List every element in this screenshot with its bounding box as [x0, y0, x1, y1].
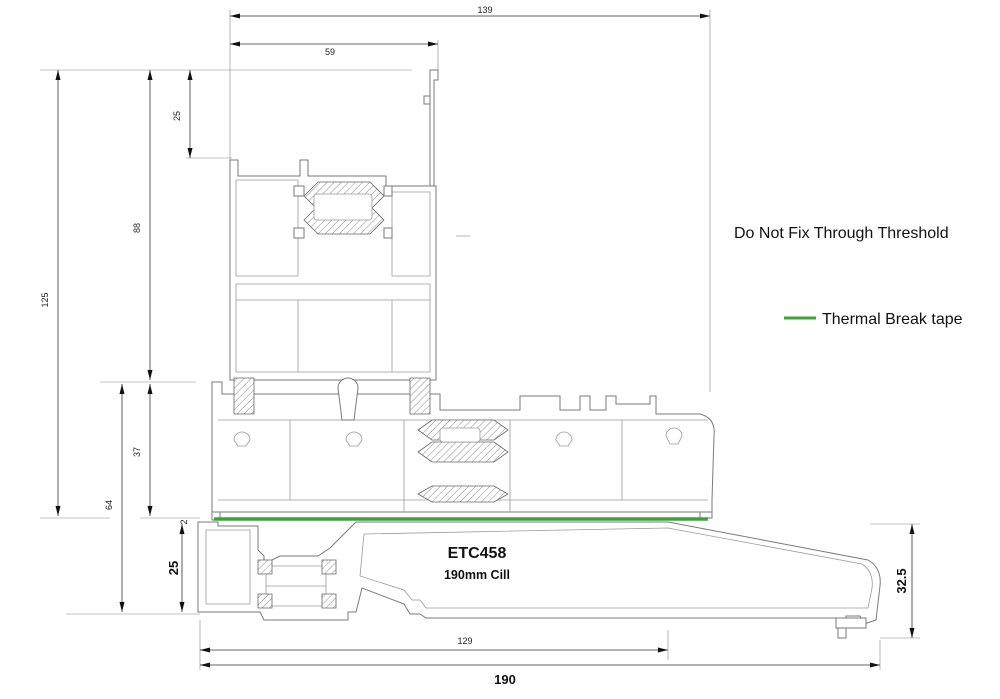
- threshold-profile: [211, 377, 715, 521]
- fixing-note: Do Not Fix Through Threshold: [734, 225, 949, 242]
- cill-description-label: 190mm Cill: [444, 568, 510, 582]
- dim-25-cill: 25: [166, 561, 181, 575]
- cill-profile: [197, 521, 881, 639]
- dim-88: 88: [132, 223, 142, 233]
- dim-129: 129: [457, 636, 472, 646]
- legend: Thermal Break tape: [784, 311, 963, 328]
- dim-59: 59: [325, 47, 335, 57]
- dim-25-top: 25: [172, 111, 182, 121]
- cill-code-label: ETC458: [448, 545, 507, 562]
- dimensions: 139 59 25 88 125 37: [40, 5, 920, 687]
- dim-190: 190: [494, 672, 516, 687]
- dim-37: 37: [132, 447, 142, 457]
- dim-125: 125: [40, 292, 50, 307]
- dim-64: 64: [104, 500, 114, 510]
- dim-139: 139: [477, 5, 492, 15]
- dim-32-5: 32.5: [894, 568, 909, 593]
- sash-profile: [229, 69, 439, 381]
- dim-2: 2: [179, 519, 189, 524]
- legend-tape-label: Thermal Break tape: [822, 311, 963, 328]
